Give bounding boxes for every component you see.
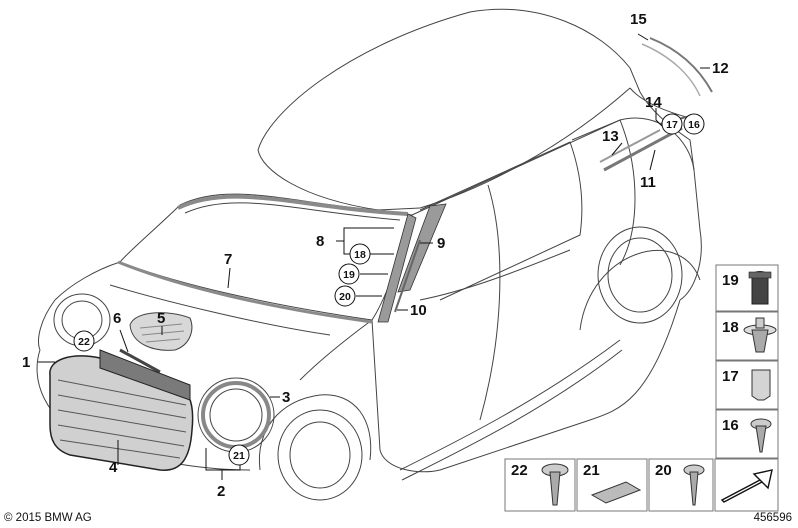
- car-body-outline: [36, 8, 702, 501]
- a-pillar-trim: [377, 213, 417, 323]
- screw-16-icon: [750, 418, 772, 453]
- legend-box-16: 16: [715, 409, 779, 459]
- svg-text:21: 21: [233, 450, 245, 462]
- windshield-lower-trim: [117, 260, 373, 324]
- callout-7: 7: [224, 251, 232, 268]
- legend-box-21: 21: [576, 458, 648, 512]
- callout-6: 6: [113, 310, 121, 327]
- callout-4: 4: [109, 459, 118, 476]
- svg-text:22: 22: [511, 462, 528, 479]
- legend-box-20: 20: [648, 458, 714, 512]
- callout-5: 5: [157, 310, 165, 327]
- legend-box-18: 18: [715, 311, 779, 361]
- svg-text:21: 21: [583, 462, 600, 479]
- hood-strip: [119, 348, 161, 374]
- callout-15: 15: [630, 11, 647, 28]
- svg-text:17: 17: [722, 368, 739, 385]
- copyright-text: © 2015 BMW AG: [4, 512, 92, 524]
- callout-8: 8: [316, 233, 324, 250]
- headlight-ring: [201, 381, 271, 449]
- svg-text:18: 18: [722, 319, 739, 336]
- svg-text:20: 20: [339, 291, 351, 303]
- circled-callout-17: 17: [661, 113, 683, 135]
- window-trim-upper: [599, 129, 661, 163]
- roof-trim-inner: [641, 43, 701, 97]
- callout-3: 3: [282, 389, 290, 406]
- circled-callout-16: 16: [683, 113, 705, 135]
- windshield-molding: [177, 194, 409, 216]
- callout-11: 11: [640, 174, 656, 191]
- callout-13: 13: [602, 128, 619, 145]
- svg-text:20: 20: [655, 462, 672, 479]
- callout-2: 2: [217, 483, 225, 500]
- circled-callout-18: 18: [349, 243, 371, 265]
- svg-text:17: 17: [666, 119, 678, 131]
- diagram-number: 456596: [753, 512, 792, 524]
- circled-callout-22: 22: [73, 330, 95, 352]
- clip-18-icon: [743, 317, 777, 353]
- circled-callout-19: 19: [338, 263, 360, 285]
- legend-box-19: 19: [715, 264, 779, 312]
- legend-box-22: 22: [504, 458, 576, 512]
- arrow-icon: [720, 469, 773, 503]
- circled-callout-21: 21: [228, 444, 250, 466]
- callout-12: 12: [712, 60, 729, 77]
- circled-callout-20: 20: [334, 285, 356, 307]
- callout-9: 9: [437, 235, 445, 252]
- screw-22-icon: [541, 463, 569, 506]
- clip-21-icon: [590, 481, 642, 504]
- clip-17-icon: [751, 369, 771, 401]
- pillar-seal-strip: [394, 239, 421, 313]
- legend-box-17: 17: [715, 360, 779, 410]
- svg-text:18: 18: [354, 249, 366, 261]
- callout-1: 1: [22, 354, 30, 371]
- front-grille: [49, 349, 194, 471]
- svg-text:16: 16: [688, 119, 700, 131]
- window-trim-lower: [603, 126, 683, 172]
- callout-14: 14: [645, 94, 662, 111]
- roof-trim-outer: [649, 37, 713, 93]
- svg-text:16: 16: [722, 417, 739, 434]
- svg-text:19: 19: [343, 269, 355, 281]
- svg-text:22: 22: [78, 336, 90, 348]
- hood-scoop: [129, 312, 193, 351]
- screw-20-icon: [683, 464, 705, 506]
- legend-box-arrow: [714, 458, 779, 512]
- callout-10: 10: [410, 302, 427, 319]
- svg-text:19: 19: [722, 272, 739, 289]
